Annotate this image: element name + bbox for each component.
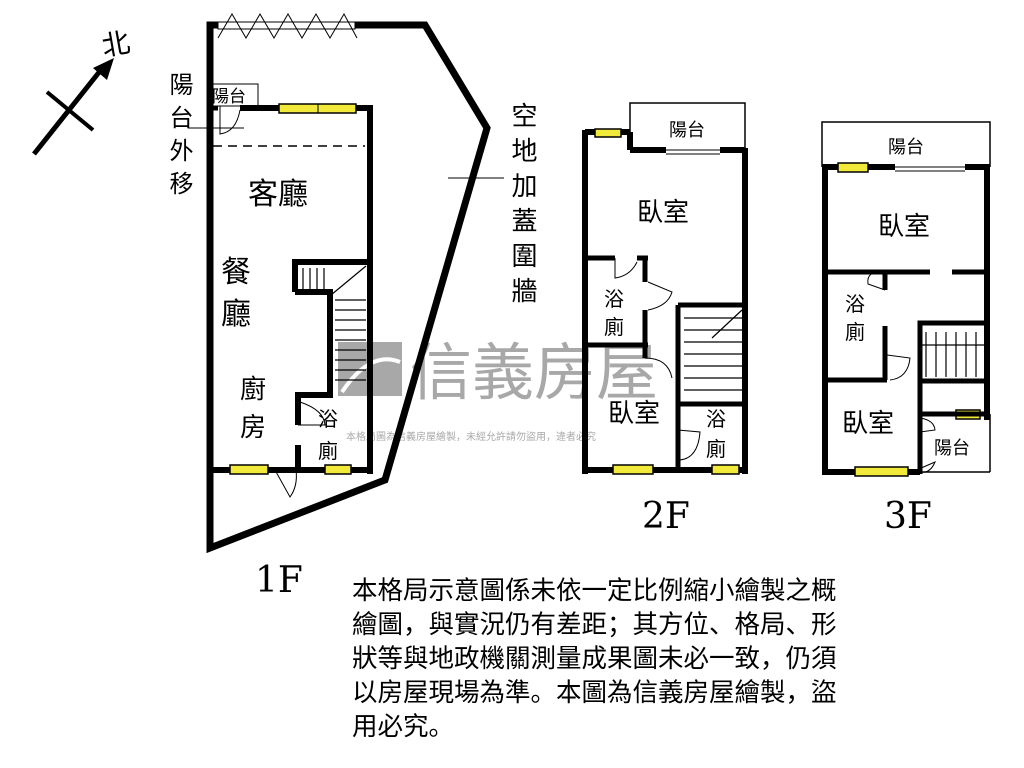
disclaimer-line: 繪圖，與實況仍有差距；其方位、格局、形 — [352, 610, 837, 640]
disclaimer-line: 狀等與地政機關測量成果圖未必一致，仍須 — [352, 644, 837, 674]
disclaimer: 本格局示意圖係未依一定比例縮小繪製之概 繪圖，與實況仍有差距；其方位、格局、形 … — [352, 574, 942, 744]
room-label-balcony: 陽台 — [212, 87, 246, 107]
lot-boundary — [206, 21, 491, 554]
room-label-kitchen-1: 廚 — [240, 375, 266, 405]
room-label-kitchen-2: 房 — [240, 413, 266, 443]
compass: 北 — [32, 26, 133, 156]
floor-3f — [821, 121, 991, 477]
staircase — [684, 309, 743, 391]
staircase — [302, 265, 367, 381]
room-label-bedroom: 臥室 — [842, 409, 894, 439]
balcony-move-label: 陽台外移 — [165, 72, 193, 204]
room-label-bedroom: 臥室 — [637, 198, 689, 228]
floor-3f-labels: 陽台 臥室 浴 廁 臥室 陽台 3F — [842, 137, 970, 537]
north-arrow-icon — [93, 58, 114, 80]
floor-title-1f: 1F — [255, 560, 303, 601]
room-label-bath-2: 廁 — [845, 320, 865, 344]
room-label-balcony: 陽台 — [888, 137, 924, 158]
room-label-bedroom: 臥室 — [608, 399, 660, 429]
disclaimer-line: 以房屋現場為準。本圖為信義房屋繪製，盜 — [352, 678, 837, 708]
extension-wall-label: 空地加蓋圍牆 — [507, 102, 537, 312]
room-label-bath-1: 浴 — [604, 287, 624, 311]
room-label-balcony: 陽台 — [669, 120, 705, 141]
watermark-brand: 信義房屋 — [410, 336, 658, 409]
floor-2f-labels: 陽台 臥室 浴 廁 臥室 浴 廁 2F — [604, 120, 726, 537]
room-label-dining-1: 餐 — [221, 255, 251, 290]
room-label-dining-2: 廳 — [221, 297, 251, 332]
window — [324, 464, 352, 475]
room-label-bath-2: 廁 — [706, 437, 726, 461]
room-label-bath-1: 浴 — [845, 292, 865, 316]
room-label-bath-1: 浴 — [318, 407, 338, 431]
room-label-living: 客廳 — [248, 177, 308, 212]
room-label-bedroom: 臥室 — [878, 212, 930, 242]
room-label-bath-2: 廁 — [604, 315, 624, 339]
floor-2f — [582, 102, 748, 475]
floor-1f-labels: 陽台 客廳 餐 廳 廚 房 浴 廁 1F — [212, 87, 338, 601]
north-label: 北 — [99, 26, 132, 63]
window — [229, 464, 269, 475]
floor-title-2f: 2F — [642, 496, 690, 537]
floor-1f — [188, 12, 504, 554]
watermark: 信義房屋 本格局圖為信義房屋繪製，未經允許請勿盜用，違者必究 — [338, 336, 658, 443]
staircase — [922, 332, 985, 377]
disclaimer-line: 用必究。 — [352, 712, 455, 742]
floor-title-3f: 3F — [884, 496, 932, 537]
disclaimer-line: 本格局示意圖係未依一定比例縮小繪製之概 — [352, 576, 837, 606]
room-label-bath-2: 廁 — [318, 439, 338, 463]
room-label-bath-1: 浴 — [706, 407, 726, 431]
watermark-notice: 本格局圖為信義房屋繪製，未經允許請勿盜用，違者必究 — [346, 430, 596, 443]
room-label-balcony: 陽台 — [934, 438, 970, 459]
